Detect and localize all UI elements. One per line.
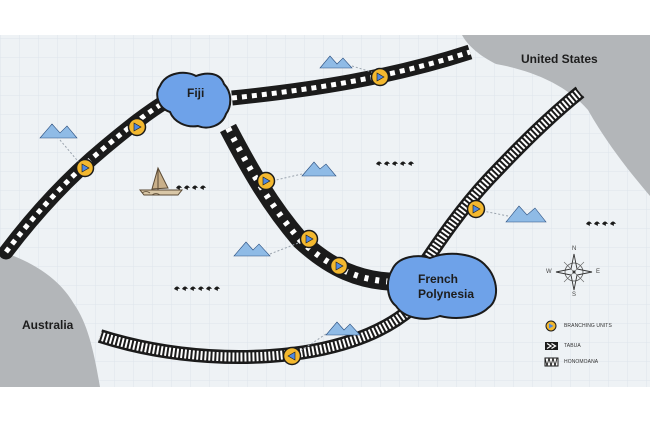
legend-honomoana-icon <box>544 357 559 367</box>
legend-tabua-icon <box>545 342 558 350</box>
branching-unit-icon <box>256 171 276 191</box>
wave-icon <box>586 221 616 226</box>
legend-honomoana-label: HONOMOANA <box>564 359 599 365</box>
compass-north: N <box>572 246 577 252</box>
french-polynesia-island <box>386 252 497 320</box>
australia-label: Australia <box>22 318 74 332</box>
branching-unit-icon <box>299 229 319 249</box>
branching-unit-icon <box>127 117 147 137</box>
branching-unit-icon <box>329 256 349 276</box>
wave-icon <box>376 161 414 166</box>
legend-tabua-label: TABUA <box>564 343 581 349</box>
branching-units <box>75 67 486 366</box>
fiji-island <box>156 71 232 129</box>
branching-unit-icon <box>466 199 486 219</box>
legend-branching-unit-icon <box>545 320 557 332</box>
wave-icon <box>174 286 220 291</box>
ocean-grid <box>0 35 650 387</box>
compass-south: S <box>572 292 577 298</box>
branching-unit-icon <box>370 67 390 87</box>
australia-landmass <box>0 251 100 387</box>
mountain-icon <box>233 241 271 257</box>
branching-unit-icon <box>282 346 302 366</box>
canoe-icon <box>138 166 184 196</box>
compass-west: W <box>546 269 552 275</box>
mountain-icon <box>319 55 353 69</box>
mountain-icon <box>39 123 78 139</box>
mountain-icon <box>325 321 361 336</box>
united-states-landmass <box>462 35 650 196</box>
compass-rose <box>555 253 593 291</box>
branching-unit-icon <box>75 158 95 178</box>
waves <box>174 161 616 291</box>
fiji-label: Fiji <box>187 86 205 100</box>
legend <box>544 320 559 367</box>
mountain-icon <box>505 205 547 223</box>
mountains <box>39 55 547 336</box>
french-polynesia-label-line1: French <box>418 272 459 286</box>
compass-east: E <box>596 269 601 275</box>
cable-australia-fiji <box>0 92 176 260</box>
mountain-icon <box>301 161 337 177</box>
french-polynesia-label-line2: Polynesia <box>418 287 475 301</box>
united-states-label: United States <box>521 52 598 66</box>
wave-icon <box>176 185 206 190</box>
legend-branching-units-label: BRANCHING UNITS <box>564 323 612 329</box>
